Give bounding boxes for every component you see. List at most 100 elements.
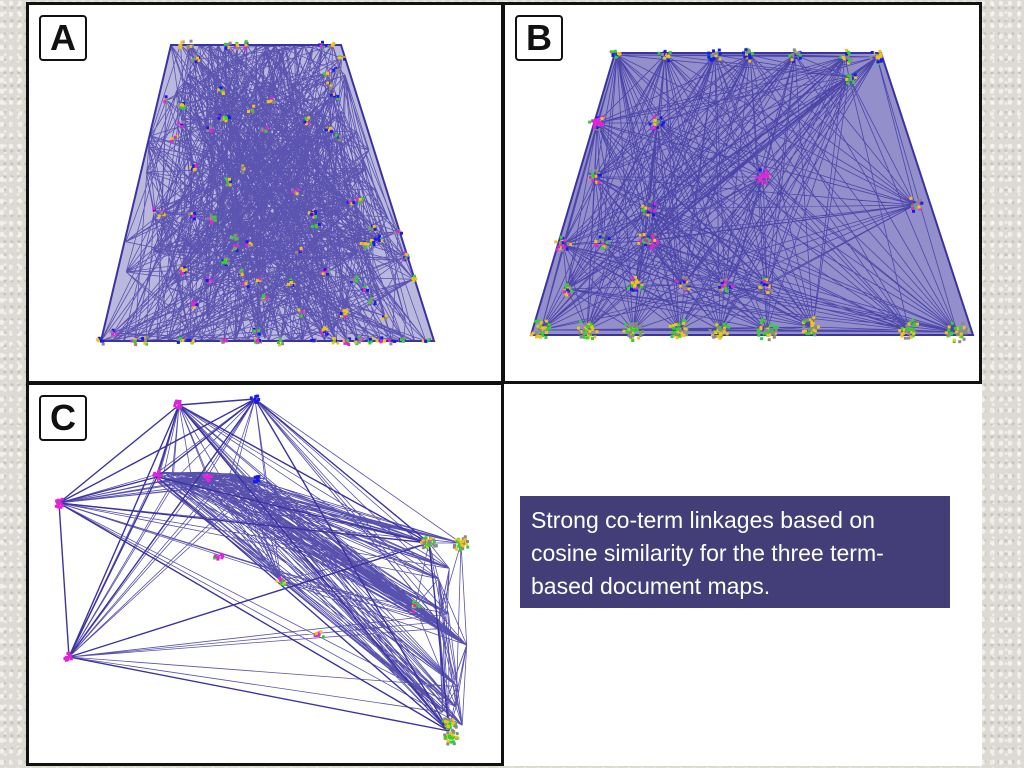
term-cluster bbox=[622, 322, 645, 342]
term-cluster bbox=[189, 164, 198, 172]
term-cluster bbox=[252, 327, 261, 336]
term-cluster bbox=[845, 73, 858, 85]
term-cluster bbox=[178, 40, 185, 50]
term-cluster bbox=[591, 118, 605, 130]
term-cluster bbox=[839, 48, 853, 65]
term-cluster bbox=[297, 308, 306, 318]
strong-link bbox=[58, 502, 430, 544]
term-cluster bbox=[310, 338, 317, 343]
term-cluster bbox=[368, 225, 378, 232]
term-cluster bbox=[253, 475, 261, 484]
term-cluster bbox=[609, 49, 622, 59]
term-cluster bbox=[758, 278, 773, 295]
term-cluster bbox=[157, 209, 166, 218]
term-cluster bbox=[909, 196, 924, 213]
term-cluster bbox=[213, 552, 225, 561]
term-cluster bbox=[170, 134, 179, 143]
term-cluster bbox=[243, 40, 249, 50]
term-cluster bbox=[141, 335, 149, 346]
network-graph-a bbox=[96, 39, 436, 347]
term-cluster bbox=[588, 169, 602, 185]
term-cluster bbox=[337, 55, 347, 61]
term-cluster bbox=[245, 240, 253, 248]
term-cluster bbox=[63, 651, 73, 662]
term-cluster bbox=[788, 48, 802, 64]
term-cluster bbox=[577, 320, 599, 341]
strong-link bbox=[178, 398, 256, 406]
term-cluster bbox=[411, 274, 418, 283]
term-cluster bbox=[637, 233, 652, 245]
term-cluster bbox=[944, 321, 969, 344]
term-cluster bbox=[332, 67, 340, 74]
term-cluster bbox=[275, 576, 287, 586]
term-cluster bbox=[716, 278, 734, 293]
strong-link bbox=[156, 476, 430, 544]
term-cluster bbox=[355, 197, 364, 204]
term-cluster bbox=[801, 315, 820, 337]
term-cluster bbox=[176, 337, 185, 344]
term-cluster bbox=[367, 298, 377, 305]
link-lines bbox=[58, 398, 468, 732]
term-cluster bbox=[190, 54, 200, 62]
term-cluster bbox=[206, 125, 214, 133]
term-cluster bbox=[339, 309, 349, 319]
term-cluster bbox=[230, 233, 239, 241]
term-cluster bbox=[398, 336, 407, 343]
term-cluster bbox=[648, 115, 665, 132]
strong-link bbox=[156, 404, 180, 478]
panel-label-a: A bbox=[39, 15, 87, 61]
term-cluster bbox=[370, 237, 377, 247]
term-cluster bbox=[641, 199, 657, 217]
term-cluster bbox=[219, 338, 228, 344]
term-cluster bbox=[627, 275, 644, 292]
term-cluster bbox=[554, 235, 572, 252]
term-cluster bbox=[217, 114, 224, 122]
term-cluster bbox=[349, 275, 359, 283]
term-cluster bbox=[313, 630, 325, 639]
network-graph-b bbox=[529, 47, 975, 344]
term-cluster bbox=[421, 338, 431, 343]
term-cluster bbox=[311, 223, 321, 229]
term-cluster bbox=[562, 283, 573, 298]
term-cluster bbox=[420, 536, 438, 550]
term-cluster bbox=[217, 86, 225, 95]
term-cluster bbox=[163, 95, 168, 104]
strong-link bbox=[58, 502, 70, 658]
term-cluster bbox=[266, 96, 277, 104]
term-cluster bbox=[323, 268, 331, 276]
strong-link bbox=[58, 398, 256, 504]
term-cluster bbox=[254, 338, 262, 344]
term-cluster bbox=[335, 133, 342, 142]
term-cluster bbox=[241, 280, 250, 289]
term-cluster bbox=[411, 600, 421, 614]
term-cluster bbox=[254, 277, 263, 285]
term-cluster bbox=[367, 336, 374, 345]
term-cluster bbox=[186, 39, 194, 51]
term-cluster bbox=[109, 328, 118, 338]
strong-link bbox=[58, 476, 158, 504]
term-cluster bbox=[361, 285, 369, 292]
strong-link bbox=[178, 404, 450, 732]
term-cluster bbox=[327, 42, 336, 49]
term-cluster bbox=[756, 318, 779, 342]
term-cluster bbox=[708, 322, 731, 340]
term-cluster bbox=[202, 474, 213, 483]
term-cluster bbox=[232, 244, 240, 252]
term-cluster bbox=[209, 214, 215, 225]
term-cluster bbox=[452, 535, 470, 552]
term-cluster bbox=[402, 253, 408, 261]
term-cluster bbox=[318, 40, 328, 49]
term-cluster bbox=[387, 336, 397, 346]
term-cluster bbox=[191, 301, 199, 309]
term-cluster bbox=[240, 164, 246, 175]
term-cluster bbox=[377, 234, 383, 243]
strong-link bbox=[68, 398, 256, 658]
term-cluster bbox=[393, 229, 403, 235]
term-cluster bbox=[173, 399, 182, 410]
term-cluster bbox=[238, 268, 244, 277]
network-graph-c bbox=[54, 394, 470, 746]
term-cluster bbox=[205, 277, 214, 285]
term-cluster bbox=[530, 319, 552, 339]
strong-link bbox=[58, 502, 450, 732]
panel-label-c: C bbox=[39, 395, 87, 441]
